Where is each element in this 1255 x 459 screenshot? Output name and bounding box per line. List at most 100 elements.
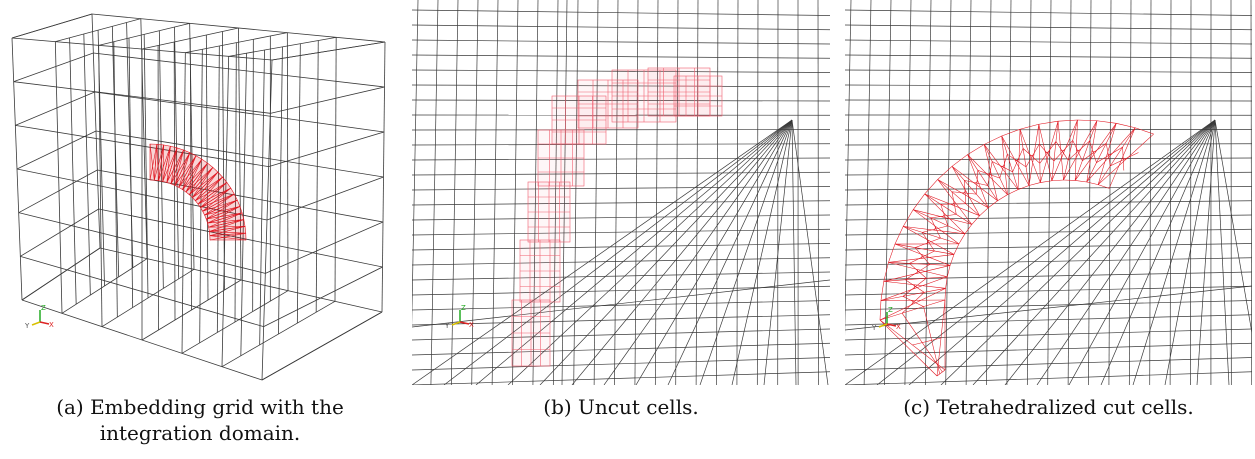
grid-line bbox=[412, 357, 830, 371]
mesh-edge bbox=[1098, 184, 1110, 189]
mesh-edge bbox=[883, 276, 948, 282]
mesh-edge bbox=[1107, 153, 1112, 156]
grid-line bbox=[573, 0, 579, 385]
mesh-edge bbox=[976, 170, 979, 195]
domain-edge bbox=[209, 219, 244, 232]
grid-line bbox=[736, 0, 739, 385]
mesh-edge bbox=[912, 193, 925, 210]
grid-line bbox=[986, 0, 992, 385]
domain-edge bbox=[204, 206, 241, 216]
mesh-edge bbox=[987, 161, 993, 186]
domain-edge bbox=[200, 193, 235, 208]
mesh-edge bbox=[894, 243, 955, 255]
mesh-edge bbox=[914, 247, 930, 265]
mesh-edge bbox=[879, 319, 938, 377]
mesh-edge bbox=[940, 203, 966, 205]
mesh-edge bbox=[1030, 154, 1034, 157]
grid-line bbox=[1088, 0, 1092, 385]
mesh-edge bbox=[930, 214, 957, 219]
grid-line bbox=[731, 119, 793, 385]
grid-line bbox=[69, 37, 77, 305]
mesh-edge bbox=[1017, 185, 1030, 190]
grid-line bbox=[11, 13, 93, 39]
grid-line bbox=[791, 119, 829, 385]
mesh-edge bbox=[1057, 121, 1064, 181]
grid-line bbox=[845, 9, 1252, 16]
mesh-edge bbox=[903, 226, 955, 255]
grid-line bbox=[20, 255, 264, 328]
mesh-edge bbox=[984, 135, 1002, 145]
mesh-edge bbox=[1045, 151, 1050, 153]
axis-y-label: Y bbox=[871, 324, 877, 332]
grid-line bbox=[252, 39, 254, 312]
grid-line bbox=[443, 119, 793, 385]
mesh-edge bbox=[937, 179, 980, 216]
mesh-edge bbox=[997, 194, 1008, 201]
curved-integration-domain bbox=[149, 143, 247, 241]
grid-line bbox=[1067, 0, 1072, 385]
grid-line bbox=[1214, 119, 1252, 336]
mesh-edge bbox=[888, 262, 948, 278]
grid-line bbox=[412, 285, 830, 296]
mesh-edge bbox=[971, 215, 980, 225]
mesh-edge bbox=[901, 292, 925, 314]
domain-edge bbox=[204, 193, 235, 216]
mesh-edge bbox=[964, 224, 973, 234]
axis-x-label: X bbox=[49, 321, 54, 329]
grid-line bbox=[143, 34, 149, 299]
grid-line bbox=[876, 119, 1216, 385]
mesh-edge bbox=[924, 193, 972, 225]
grid-line bbox=[491, 0, 499, 385]
mesh-edge bbox=[1015, 159, 1020, 161]
grid-line bbox=[216, 45, 220, 333]
domain-edge bbox=[206, 199, 238, 220]
mesh-edge bbox=[1077, 119, 1097, 121]
grid-line bbox=[222, 31, 225, 291]
grid-line bbox=[268, 131, 385, 168]
mesh-edge bbox=[951, 191, 957, 215]
embedding-grid-render: Z Y X bbox=[11, 13, 386, 381]
domain-edge bbox=[209, 231, 246, 234]
grid-line bbox=[412, 157, 830, 161]
grid-line bbox=[884, 0, 892, 385]
mesh-edge bbox=[1017, 129, 1021, 190]
mesh-edge bbox=[979, 207, 989, 216]
mesh-edge bbox=[951, 166, 980, 216]
grid-line bbox=[845, 243, 1252, 251]
domain-edge bbox=[209, 226, 246, 237]
domain-edge bbox=[195, 171, 219, 201]
mesh-edge bbox=[894, 226, 904, 245]
grid-line bbox=[412, 143, 830, 146]
mesh-edge bbox=[1086, 123, 1117, 183]
grid-line bbox=[111, 26, 120, 277]
mesh-edge bbox=[914, 237, 941, 248]
mesh-edge bbox=[909, 263, 927, 279]
grid-line bbox=[1108, 0, 1112, 385]
mesh-edge bbox=[1097, 127, 1136, 185]
mesh-edge bbox=[1038, 124, 1041, 183]
grid-line bbox=[845, 200, 1252, 206]
mesh-edge bbox=[1067, 140, 1090, 161]
grid-line bbox=[667, 119, 793, 385]
mesh-edge bbox=[1022, 148, 1040, 164]
mesh-edge bbox=[1110, 152, 1139, 167]
mesh-edge bbox=[1135, 127, 1154, 135]
mesh-edge bbox=[1001, 135, 1030, 186]
mesh-edge bbox=[1086, 181, 1099, 185]
grid-line bbox=[845, 371, 1252, 385]
grid-line bbox=[174, 26, 180, 279]
domain-edge bbox=[207, 219, 244, 224]
grid-line bbox=[20, 208, 99, 257]
domain-edge bbox=[158, 146, 171, 181]
mesh-edge bbox=[947, 265, 951, 277]
mesh-edge bbox=[964, 180, 988, 186]
axis-z-label: Z bbox=[41, 304, 46, 312]
grid-line bbox=[263, 266, 383, 328]
mesh-edge bbox=[922, 225, 948, 233]
mesh-edge bbox=[967, 154, 998, 201]
grid-line bbox=[845, 342, 1252, 356]
mesh-edge bbox=[905, 279, 925, 293]
grid-line bbox=[908, 119, 1216, 385]
grid-line bbox=[654, 0, 659, 385]
mesh-edge bbox=[1122, 157, 1126, 160]
